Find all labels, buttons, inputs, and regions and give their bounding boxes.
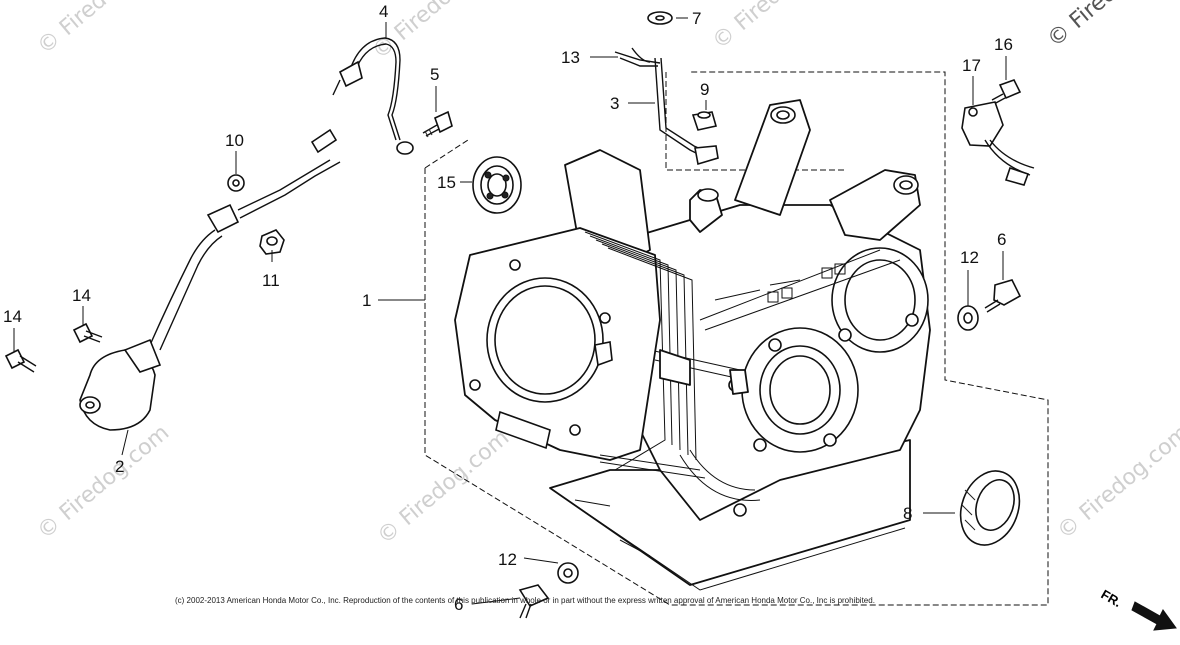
oil-seal xyxy=(959,470,1021,546)
callout-9: 9 xyxy=(700,80,709,99)
front-arrow-icon xyxy=(1131,601,1177,631)
nut xyxy=(691,111,718,131)
callout-1: 1 xyxy=(362,291,371,310)
watermark: © Firedog.com xyxy=(33,0,174,60)
leader-lines xyxy=(13,17,1007,605)
nut-11 xyxy=(259,229,285,255)
callout-3: 3 xyxy=(610,94,619,113)
direction-label: FR. xyxy=(1099,587,1125,610)
callout-2: 2 xyxy=(115,457,124,476)
callout-6-b: 6 xyxy=(454,595,463,614)
bolt-14-right xyxy=(72,322,103,344)
callouts: 4 5 10 11 14 14 2 1 15 13 3 7 9 16 17 12… xyxy=(3,2,1013,614)
bolt-6-bottom xyxy=(518,584,550,619)
watermark: © Firedog.com xyxy=(1043,0,1180,53)
copyright-notice: (c) 2002-2013 American Honda Motor Co., … xyxy=(175,596,875,605)
assembly-boundary xyxy=(424,71,1049,606)
bearing xyxy=(472,156,522,214)
callout-12-a: 12 xyxy=(960,248,979,267)
callout-12-b: 12 xyxy=(498,550,517,569)
callout-7: 7 xyxy=(692,9,701,28)
cylinder-block xyxy=(454,99,931,591)
callout-5: 5 xyxy=(430,65,439,84)
ignition-unit xyxy=(961,101,1035,186)
callout-4: 4 xyxy=(379,2,388,21)
bolt-5 xyxy=(422,110,453,138)
watermark: © Firedog.com xyxy=(373,425,514,549)
callout-14-a: 14 xyxy=(72,286,91,305)
callout-10: 10 xyxy=(225,131,244,150)
callout-15: 15 xyxy=(437,173,456,192)
watermark: © Firedog.com xyxy=(708,0,849,55)
bolt-14-left xyxy=(4,348,37,373)
bolt-16 xyxy=(991,79,1022,105)
callout-13: 13 xyxy=(561,48,580,67)
watermark: © Firedog.com xyxy=(33,420,174,544)
front-direction-indicator: FR. xyxy=(1099,587,1177,631)
ground-wire xyxy=(332,37,414,155)
watermark: © Firedog.com xyxy=(368,0,509,65)
callout-6-a: 6 xyxy=(997,230,1006,249)
bolt-6-right xyxy=(984,279,1022,313)
callout-11: 11 xyxy=(262,271,280,290)
callout-16: 16 xyxy=(994,35,1013,54)
callout-8: 8 xyxy=(903,504,912,523)
rod-assembly xyxy=(614,47,719,166)
callout-14-b: 14 xyxy=(3,307,22,326)
callout-17: 17 xyxy=(962,56,981,75)
oil-level-switch xyxy=(79,128,341,431)
watermark: © Firedog.com xyxy=(1053,420,1180,544)
